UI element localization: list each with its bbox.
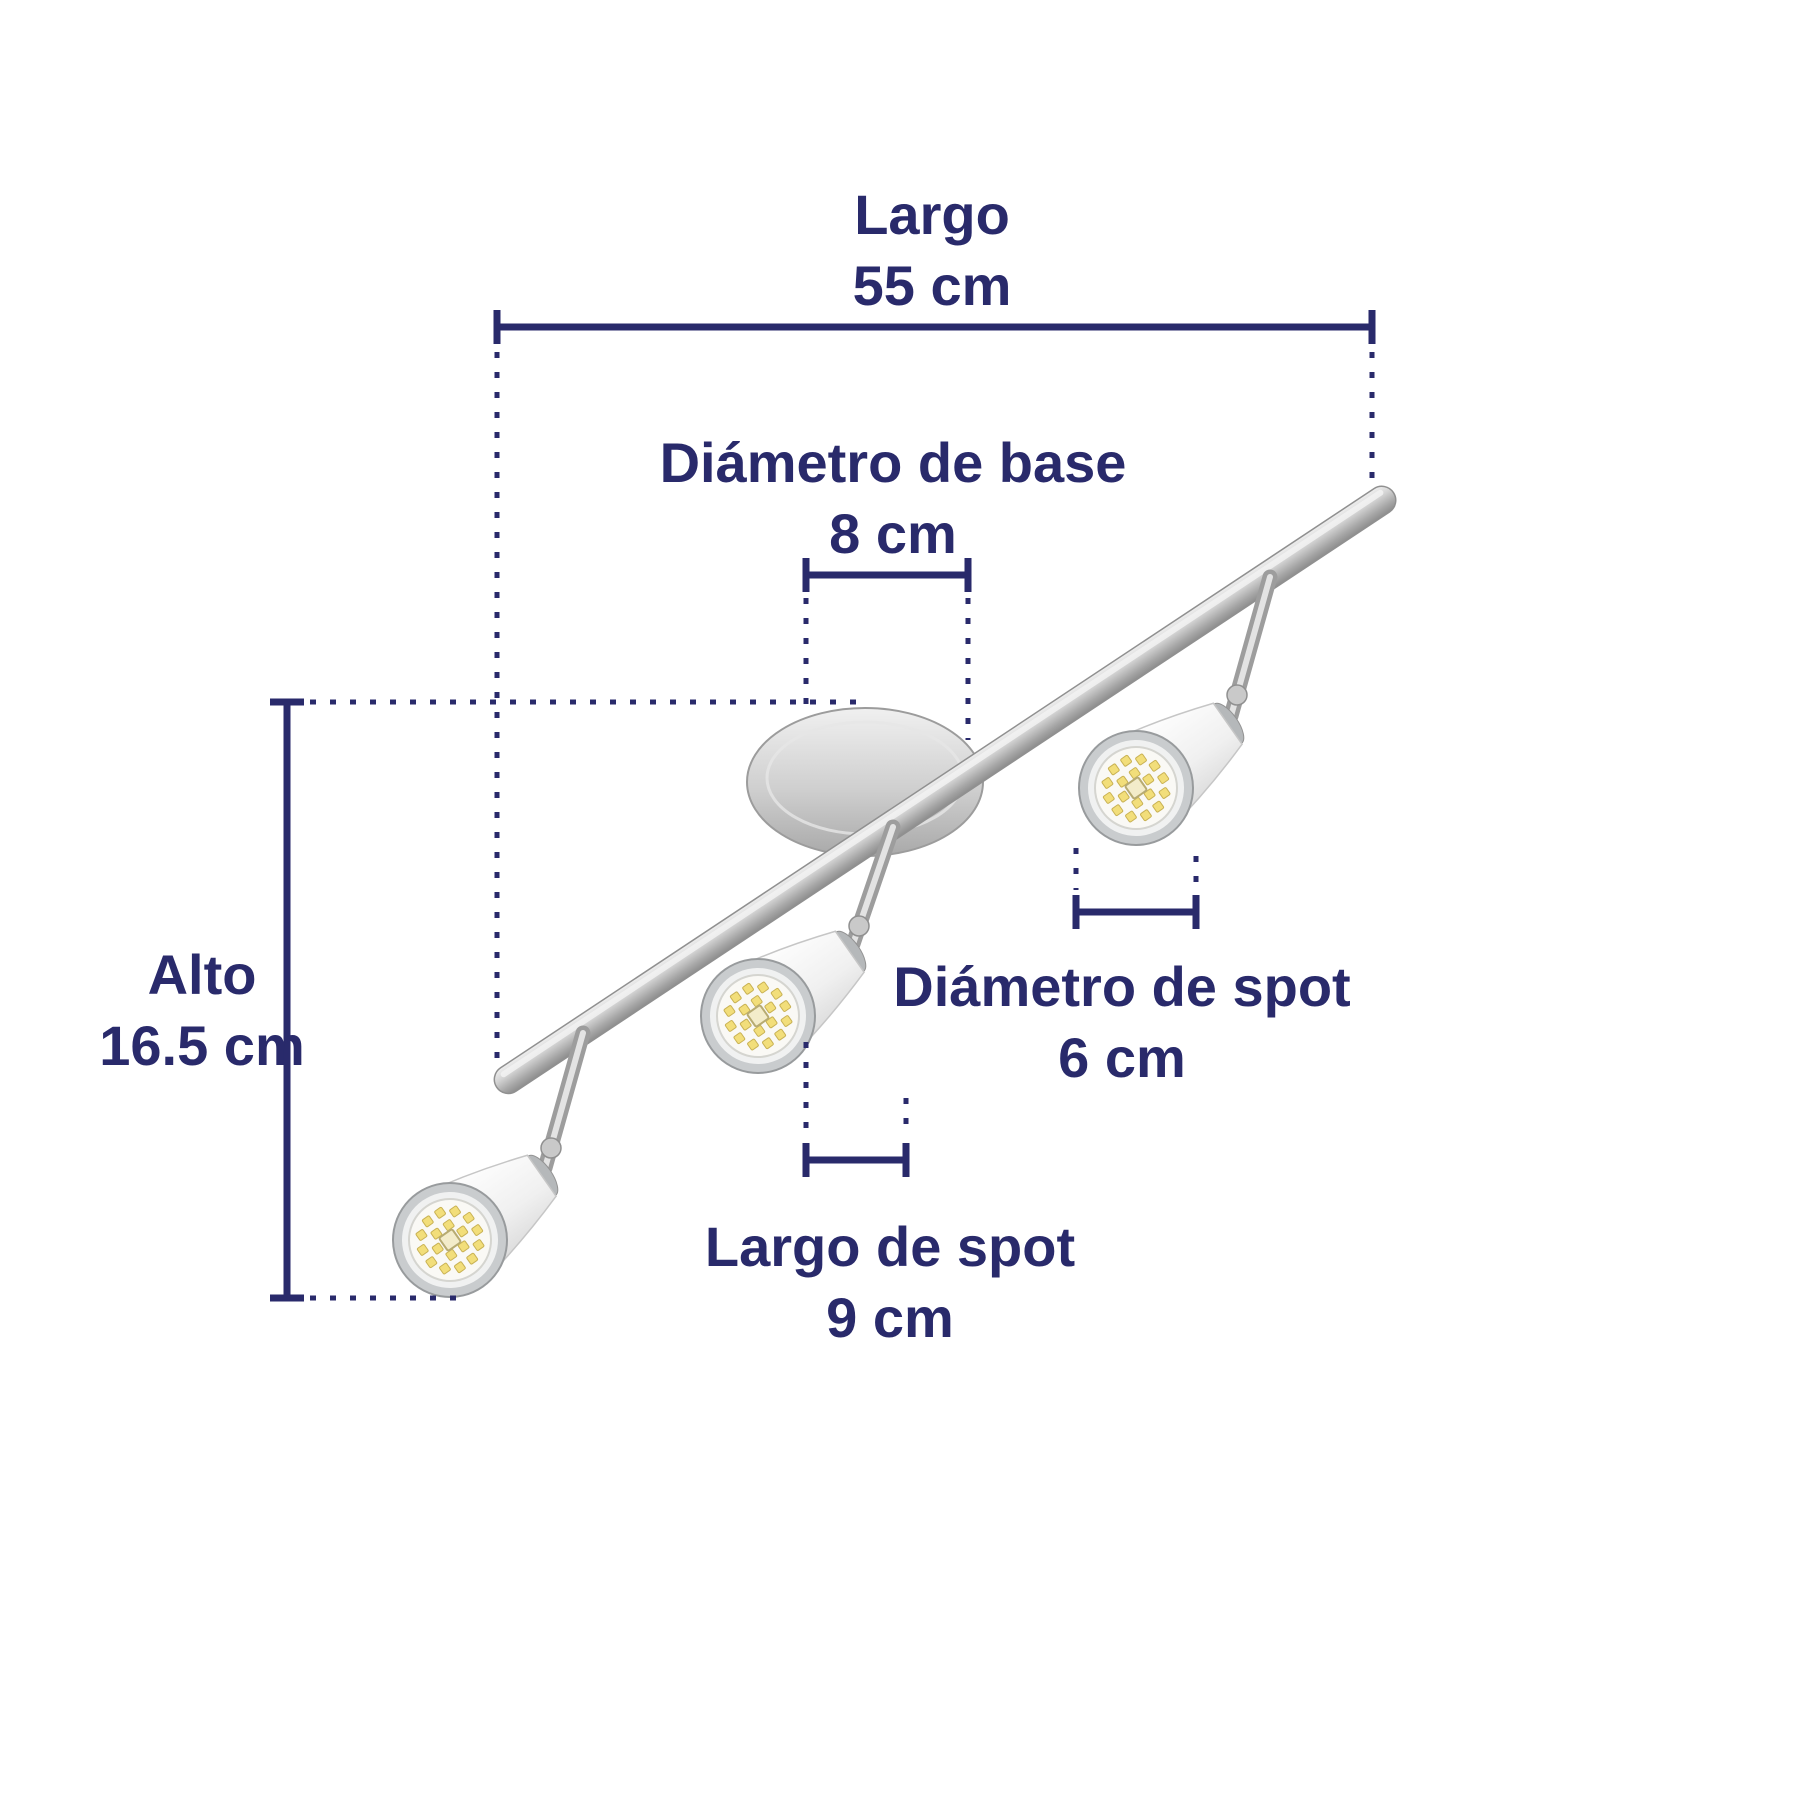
label-diametro-spot-title: Diámetro de spot — [893, 955, 1351, 1018]
spot-arm-2 — [845, 819, 901, 952]
label-diametro-base-value: 8 cm — [829, 501, 957, 565]
dimension-diametro-base — [802, 558, 972, 740]
label-diametro-base-title: Diámetro de base — [659, 431, 1127, 494]
label-largo-spot-title: Largo de spot — [704, 1215, 1076, 1278]
dimension-largo — [493, 310, 1376, 1072]
label-alto-title: Alto — [147, 943, 257, 1006]
label-largo-spot-value: 9 cm — [826, 1285, 954, 1349]
label-largo-title: Largo — [854, 183, 1010, 246]
dimension-diametro-spot — [1072, 848, 1200, 929]
label-largo-spot: Largo de spot 9 cm — [705, 1212, 1075, 1353]
label-largo-value: 55 cm — [852, 253, 1012, 317]
label-diametro-spot: Diámetro de spot 6 cm — [893, 952, 1350, 1093]
dimension-largo-spot — [802, 1042, 910, 1177]
spot-arm-1 — [537, 1025, 591, 1176]
dimension-alto — [270, 698, 862, 1302]
track-bar — [493, 485, 1397, 1095]
label-alto: Alto 16.5 cm — [99, 940, 305, 1081]
label-largo: Largo 55 cm — [853, 180, 1012, 321]
label-alto-value: 16.5 cm — [99, 1013, 305, 1077]
label-diametro-base: Diámetro de base 8 cm — [660, 428, 1127, 569]
spot-arm-3 — [1223, 569, 1278, 724]
label-diametro-spot-value: 6 cm — [1058, 1025, 1186, 1089]
